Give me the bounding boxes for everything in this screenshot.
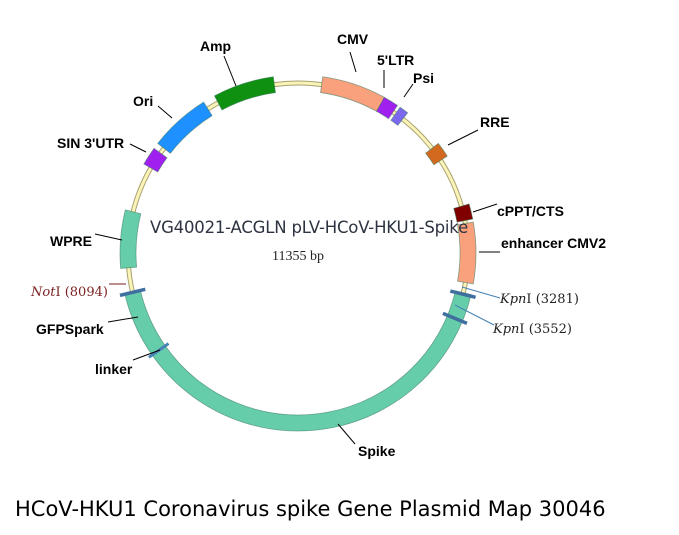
- feature-label-rre: RRE: [480, 114, 510, 130]
- feature-label-cmv: CMV: [337, 31, 369, 47]
- feature-cmv: [320, 76, 385, 112]
- feature-amp: [213, 76, 276, 111]
- feature-sin-3-utr: [143, 147, 168, 173]
- feature-spike: [151, 290, 472, 432]
- feature-label-sin3utr: SIN 3'UTR: [57, 135, 125, 151]
- leader-cmv: [349, 51, 357, 73]
- site-label-kpni-3281: KpnI (3281): [500, 292, 579, 307]
- feature-label-5ltr: 5'LTR: [377, 52, 415, 68]
- feature-label-cpptcts: cPPT/CTS: [497, 203, 564, 219]
- site-enzyme: Kpn: [500, 292, 527, 307]
- feature-label-linker: linker: [95, 361, 133, 377]
- feature-label-ori: Ori: [133, 93, 154, 109]
- leader-rre: [447, 129, 479, 146]
- feature-5-ltr: [376, 96, 399, 120]
- plasmid-name: VG40021-ACGLN pLV-HCoV-HKU1-Spike: [150, 218, 469, 237]
- feature-cppt-cts: [453, 203, 474, 223]
- feature-enhancer-cmv2: [457, 221, 477, 285]
- leader-ori: [157, 105, 173, 119]
- feature-psi: [390, 106, 409, 126]
- feature-label-spike: Spike: [358, 443, 396, 459]
- site-marker-kpni-3281: [449, 289, 476, 300]
- leader-spike: [337, 423, 356, 445]
- feature-ori: [157, 101, 213, 154]
- site-position: (3281): [535, 292, 579, 307]
- leader-cpptcts: [472, 203, 498, 213]
- site-marker-kpni-3552: [442, 311, 468, 325]
- site-suffix: I: [526, 292, 532, 307]
- leader-sin3utr: [129, 143, 147, 153]
- feature-wpre: [119, 209, 142, 269]
- feature-label-gfpspark: GFPSpark: [36, 321, 104, 337]
- leader-gfpspark: [107, 316, 139, 323]
- site-enzyme: Not: [31, 285, 56, 300]
- site-label-kpni-3552: KpnI (3552): [493, 322, 572, 337]
- plasmid-size: 11355 bp: [272, 249, 324, 264]
- site-position: (3552): [528, 322, 572, 337]
- site-suffix: I: [55, 285, 61, 300]
- site-label-noti: NotI (8094): [31, 285, 108, 300]
- figure-caption: HCoV-HKU1 Coronavirus spike Gene Plasmid…: [15, 497, 606, 521]
- site-suffix: I: [519, 322, 525, 337]
- feature-label-psi: Psi: [413, 70, 435, 86]
- leader-psi: [403, 83, 414, 98]
- leader-kpni-3281: [461, 286, 501, 299]
- feature-label-wpre: WPRE: [50, 233, 92, 249]
- site-position: (8094): [64, 285, 108, 300]
- feature-rre: [425, 142, 448, 166]
- leader-kpni-3552: [454, 304, 495, 326]
- leader-wpre: [94, 233, 123, 241]
- leader-linker: [132, 349, 161, 361]
- site-enzyme: Kpn: [493, 322, 520, 337]
- site-marker-noti-8094: [119, 287, 146, 298]
- leader-amp: [223, 55, 237, 87]
- feature-label-enhancer-cmv2: enhancer CMV2: [501, 235, 607, 251]
- feature-label-amp: Amp: [200, 38, 232, 54]
- feature-gfpspark: [124, 290, 166, 356]
